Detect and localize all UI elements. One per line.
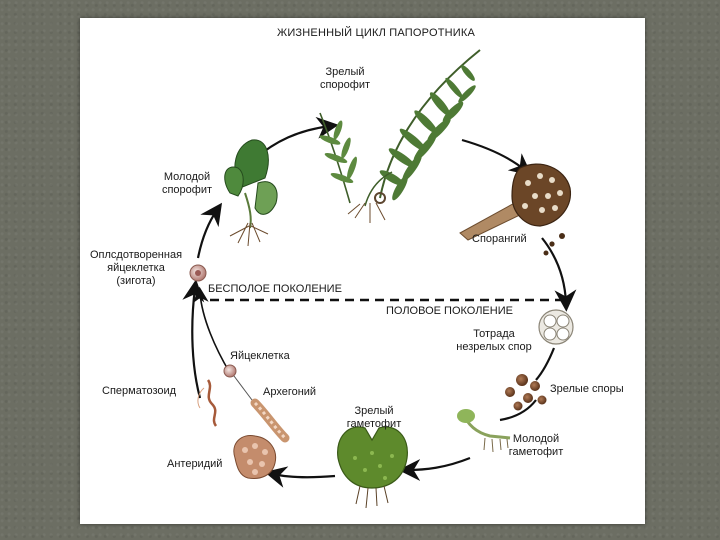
label-archegonium: Архегоний [263, 386, 317, 398]
label-mature-sporophyte-line1: Зрелый [325, 66, 365, 78]
label-mature-spores: Зрелые споры [550, 383, 624, 395]
arrow-spores-to-young-gametophyte [499, 399, 537, 422]
label-asexual-generation: БЕСПОЛОЕ ПОКОЛЕНИЕ [208, 283, 342, 295]
label-tetrad-line1: Тотрада [473, 328, 515, 340]
label-mature-gametophyte-line1: Зрелый [354, 405, 394, 417]
zygote-illustration [189, 264, 207, 282]
label-spermatozoid: Сперматозоид [102, 385, 177, 397]
label-zygote-line2: яйцеклетка [107, 262, 165, 274]
spermatozoid-illustration [197, 379, 218, 427]
life-cycle-illustration [182, 49, 577, 509]
label-zygote-line3: (зигота) [116, 275, 156, 287]
archegonium-illustration [223, 364, 290, 443]
arrow-sporophyte-to-sporangium [461, 138, 532, 176]
diagram-slide: ЖИЗНЕННЫЙ ЦИКЛ ПАПОРОТНИКА Зрелый спороф… [80, 18, 645, 524]
label-antheridium: Антеридий [167, 458, 223, 470]
sporangium-illustration [459, 163, 571, 256]
mature-gametophyte-illustration [337, 426, 408, 509]
label-mature-gametophyte-line2: гаметофит [346, 418, 402, 430]
label-sporangium: Спорангий [472, 233, 527, 245]
label-tetrad-line2: незрелых спор [456, 341, 532, 353]
label-sexual-generation: ПОЛОВОЕ ПОКОЛЕНИЕ [386, 305, 513, 317]
young-gametophyte-illustration [457, 409, 511, 453]
arrow-tetrad-to-spores [535, 347, 556, 381]
label-young-gametophyte-line2: гаметофит [508, 446, 564, 458]
label-young-sporophyte-line1: Молодой [163, 171, 211, 183]
arrow-egg-to-zygote [192, 286, 231, 374]
arrow-antheridium-to-zygote [182, 279, 205, 399]
label-young-gametophyte-line1: Молодой [512, 433, 560, 445]
arrow-gametophyte-to-antheridium [264, 466, 336, 488]
mature-sporophyte-illustration [319, 49, 481, 223]
label-zygote-line1: Оплсдотворенная [89, 249, 183, 261]
arrow-young-to-mature-gametophyte [398, 456, 471, 481]
label-young-sporophyte-line2: спорофит [161, 184, 213, 196]
tetrad-illustration [538, 309, 574, 345]
young-sporophyte-illustration [224, 139, 278, 247]
label-egg-cell: Яйцеклетка [230, 350, 290, 362]
arrow-zygote-to-young-sporophyte [196, 202, 223, 259]
diagram-title: ЖИЗНЕННЫЙ ЦИКЛ ПАПОРОТНИКА [276, 27, 476, 39]
antheridium-illustration [233, 434, 277, 479]
arrow-sporangium-to-tetrad [541, 237, 577, 312]
label-mature-sporophyte-line2: спорофит [319, 79, 371, 91]
mature-spores-illustration [505, 374, 547, 411]
